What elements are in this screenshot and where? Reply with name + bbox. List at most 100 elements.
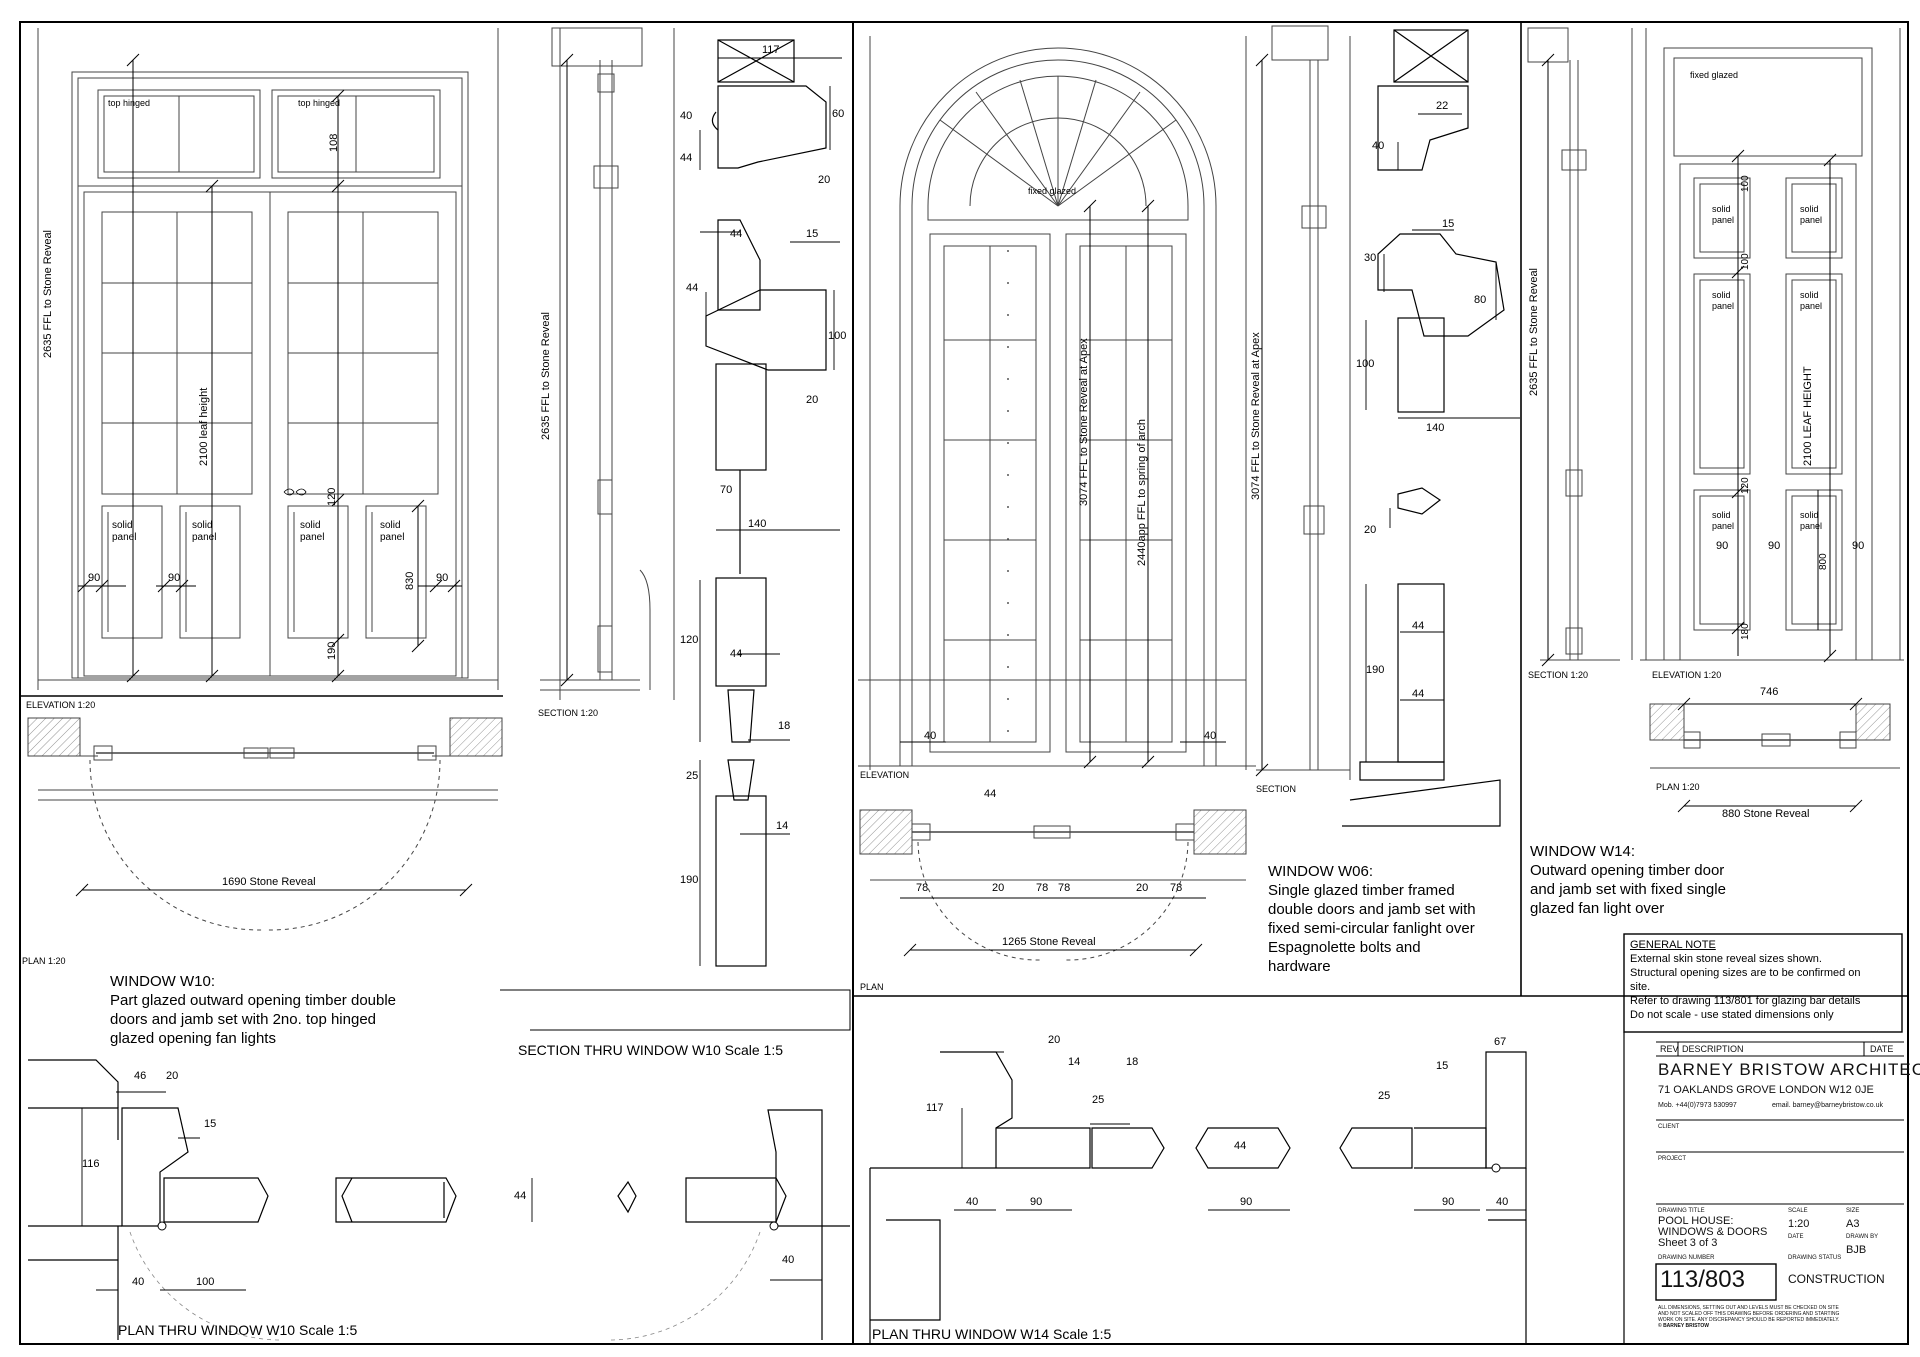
dim: 117 (762, 44, 780, 56)
dim: 90 (1030, 1196, 1043, 1208)
dim: 70 (720, 484, 733, 496)
tb-scale-label: SCALE (1788, 1208, 1808, 1214)
dim-stone-reveal: 1690 Stone Reveal (222, 876, 316, 888)
dim: 78 (1036, 882, 1049, 894)
dim: 46 (134, 1070, 147, 1082)
dim-leaf-height: 2100 LEAF HEIGHT (1802, 366, 1814, 466)
note-line: hardware (1268, 958, 1331, 975)
note-line: glazed opening fan lights (110, 1030, 276, 1047)
tb-scale: 1:20 (1788, 1218, 1810, 1230)
dim-90: 90 (1852, 540, 1865, 552)
window-note-w06: WINDOW W06: Single glazed timber framed … (1268, 862, 1476, 976)
dim-90: 90 (436, 572, 449, 584)
dim: 20 (1364, 524, 1377, 536)
tb-date-field-label: DATE (1788, 1234, 1804, 1240)
dim: 25 (1378, 1090, 1391, 1102)
dim: 190 (1366, 664, 1385, 676)
dim-90: 90 (1716, 540, 1729, 552)
dim: 40 (1496, 1196, 1509, 1208)
dim: 40 (132, 1276, 145, 1288)
note-line: fixed semi-circular fanlight over (1268, 920, 1475, 937)
tb-rev-label: REV (1660, 1044, 1679, 1054)
tb-size-label: SIZE (1846, 1208, 1860, 1214)
window-note-w10: WINDOW W10: Part glazed outward opening … (110, 972, 396, 1048)
window-note-w14: WINDOW W14: Outward opening timber door … (1530, 842, 1726, 918)
dim: 78 (916, 882, 929, 894)
panel-label: solid panel (1800, 510, 1823, 531)
dim-108: 108 (328, 133, 340, 152)
dim: 18 (778, 720, 791, 732)
dim: 44 (686, 282, 699, 294)
w14-plan (1649, 703, 1900, 769)
note-line: and jamb set with fixed single (1530, 881, 1726, 898)
w14-section (1527, 27, 1633, 661)
tb-drawn: BJB (1846, 1244, 1867, 1256)
panel-label: solid panel (300, 520, 325, 543)
view-label: ELEVATION 1:20 (1652, 670, 1722, 680)
dim: 117 (926, 1102, 944, 1114)
dim-100: 100 (1740, 253, 1751, 270)
dim: 40 (1372, 140, 1385, 152)
dim: 78 (1058, 882, 1071, 894)
dim-190: 190 (326, 641, 338, 660)
dim: 140 (748, 518, 767, 530)
tb-project-label: PROJECT (1658, 1156, 1687, 1162)
dim-spring: 2440app FFL to spring of arch (1136, 419, 1148, 566)
dim: 20 (992, 882, 1005, 894)
view-label: SECTION 1:20 (1528, 670, 1589, 680)
dim: 40 (680, 110, 693, 122)
dim-800: 800 (1818, 553, 1829, 570)
view-label: PLAN 1:20 (22, 956, 66, 966)
detail-title: SECTION THRU WINDOW W10 Scale 1:5 (518, 1042, 784, 1058)
note-title: WINDOW W06: (1268, 863, 1373, 880)
view-label: ELEVATION (860, 770, 910, 780)
note-line: Espagnolette bolts and (1268, 939, 1421, 956)
dim: 44 (730, 648, 743, 660)
dim: 100 (196, 1276, 215, 1288)
w06-elevation (858, 36, 1256, 770)
dim: 44 (984, 788, 997, 800)
dim: 100 (1356, 358, 1375, 370)
view-label: PLAN 1:20 (1656, 782, 1700, 792)
w10-plan (27, 717, 503, 931)
drawing-title: POOL HOUSE: WINDOWS & DOORS Sheet 3 of 3 (1658, 1216, 1767, 1249)
dim-stone-reveal: 1265 Stone Reveal (1002, 936, 1096, 948)
dim: 20 (1048, 1034, 1061, 1046)
tb-status-label: DRAWING STATUS (1788, 1255, 1842, 1261)
general-note-line: site. (1630, 981, 1651, 993)
general-note-title: GENERAL NOTE (1630, 939, 1716, 951)
dim: 67 (1494, 1036, 1507, 1048)
note-title: WINDOW W14: (1530, 843, 1635, 860)
firm-address: 71 OAKLANDS GROVE LONDON W12 0JE (1658, 1084, 1874, 1096)
drawing-title-line: WINDOWS & DOORS (1658, 1226, 1768, 1238)
disclaimer-line: ALL DIMENSIONS, SETTING OUT AND LEVELS M… (1658, 1305, 1839, 1311)
view-label: ELEVATION 1:20 (26, 700, 96, 710)
dim: 14 (776, 820, 789, 832)
dim: 40 (1204, 730, 1217, 742)
tb-description-label: DESCRIPTION (1682, 1044, 1744, 1054)
dim: 140 (1426, 422, 1445, 434)
w10-plan-detail (28, 1059, 850, 1340)
dim-120: 120 (326, 487, 338, 506)
dim: 30 (1364, 252, 1377, 264)
fan-label: fixed glazed (1690, 70, 1739, 80)
note-line: Single glazed timber framed (1268, 882, 1455, 899)
w10-section (540, 27, 675, 700)
note-line: Part glazed outward opening timber doubl… (110, 992, 397, 1009)
dim: 44 (1412, 620, 1425, 632)
firm-email: email. barney@barneybristow.co.uk (1772, 1102, 1883, 1109)
dim: 100 (828, 330, 847, 342)
w10-section-detail (500, 39, 851, 1031)
dim: 120 (680, 634, 699, 646)
dim: 22 (1436, 100, 1449, 112)
w06-section (1256, 25, 1351, 780)
dim: 90 (1240, 1196, 1253, 1208)
general-note: GENERAL NOTE External skin stone reveal … (1630, 938, 1900, 1022)
dim: 25 (686, 770, 699, 782)
dim: 14 (1068, 1056, 1081, 1068)
drawing-status: CONSTRUCTION (1788, 1272, 1885, 1286)
fan-label: fixed glazed (1028, 186, 1077, 196)
dim: 40 (782, 1254, 795, 1266)
note-title: WINDOW W10: (110, 973, 215, 990)
panel-label: solid panel (1712, 510, 1735, 531)
